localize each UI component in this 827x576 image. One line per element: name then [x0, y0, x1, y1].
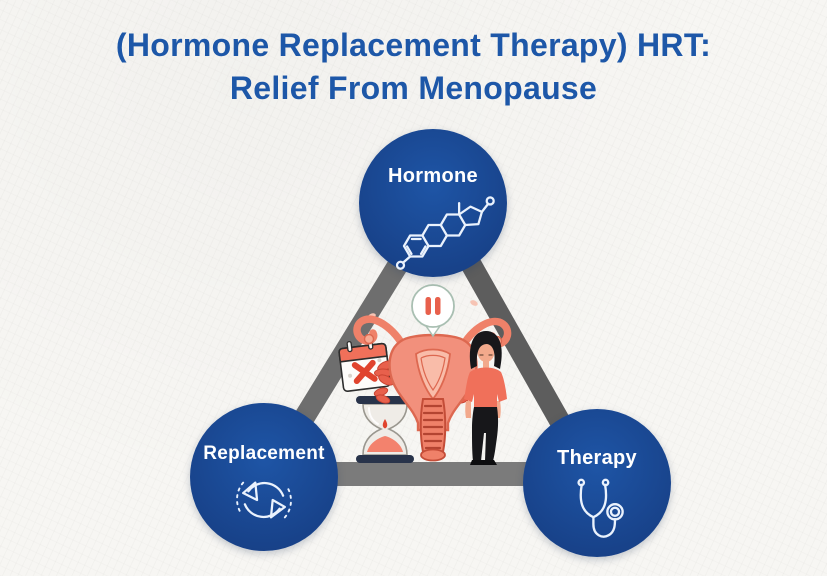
- node-replacement: Replacement: [190, 403, 338, 551]
- node-therapy-label: Therapy: [557, 447, 637, 469]
- node-hormone: Hormone: [359, 129, 507, 277]
- page-title: (Hormone Replacement Therapy) HRT: Relie…: [0, 24, 827, 110]
- pause-bubble-icon: [411, 284, 455, 338]
- node-therapy: Therapy: [523, 409, 671, 557]
- cycle-arrows-icon: [236, 481, 292, 519]
- title-line-1: (Hormone Replacement Therapy) HRT:: [115, 27, 712, 63]
- hourglass-illustration: [356, 396, 414, 463]
- node-hormone-label: Hormone: [388, 165, 478, 187]
- estrogen-molecule-icon: [395, 196, 495, 270]
- standing-woman-illustration: [464, 331, 507, 465]
- title-line-2: Relief From Menopause: [229, 70, 598, 106]
- crossed-calendar-illustration: [338, 338, 391, 392]
- stethoscope-icon: [577, 478, 624, 538]
- node-replacement-label: Replacement: [203, 443, 325, 464]
- uterus-illustration: [353, 315, 512, 462]
